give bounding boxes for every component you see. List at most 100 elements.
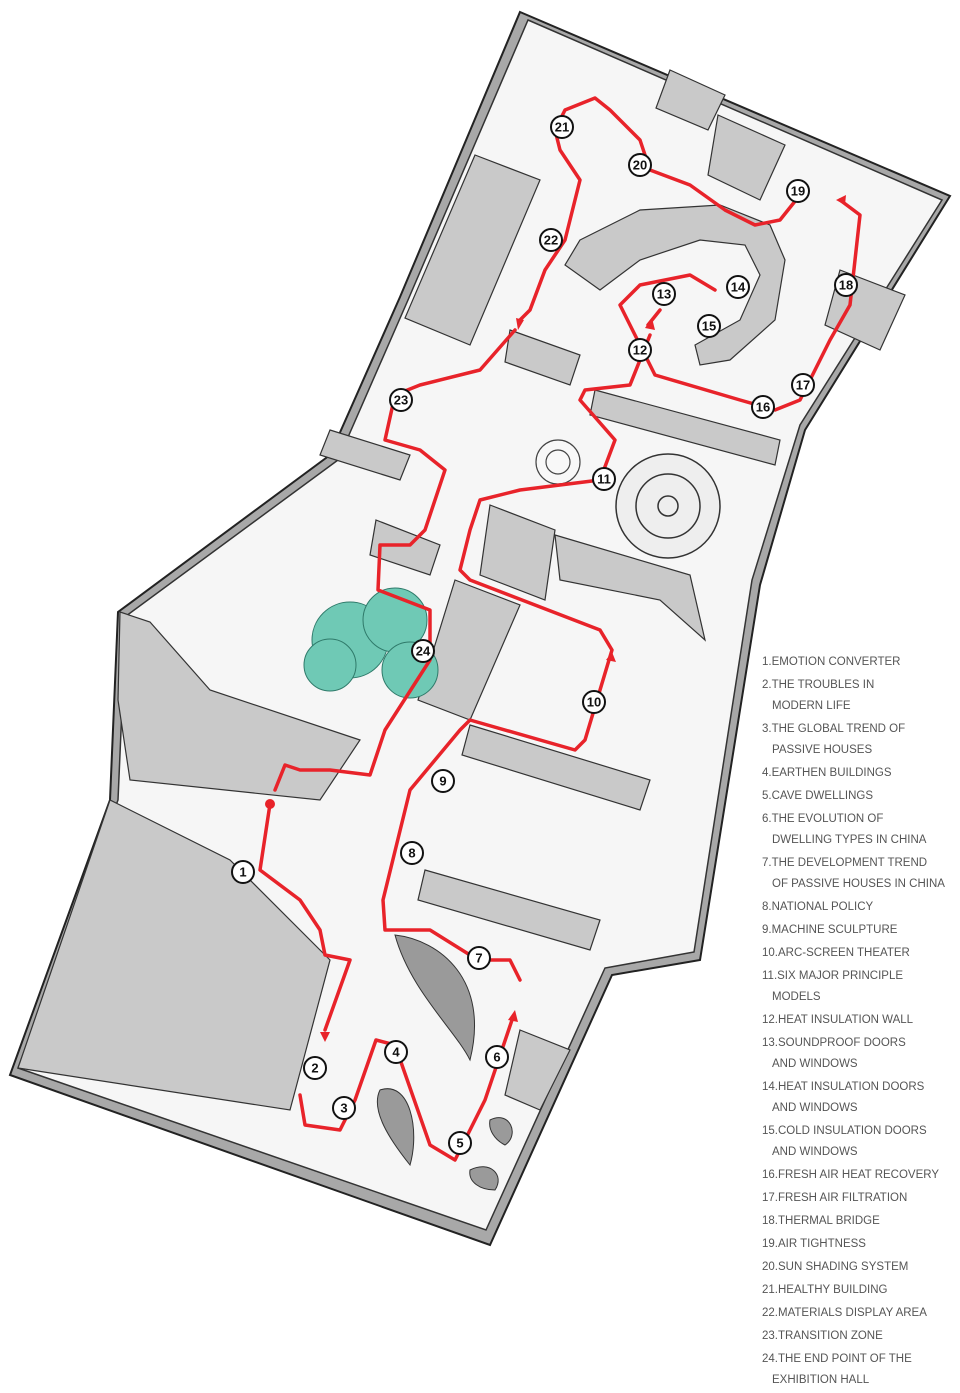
marker-circle (582, 690, 606, 714)
route-marker-23: 23 (389, 388, 413, 412)
route-marker-11: 11 (592, 467, 616, 491)
legend-item-continuation: OF PASSIVE HOUSES IN CHINA (772, 878, 945, 890)
marker-label: 10 (587, 695, 601, 710)
route-marker-8: 8 (400, 841, 424, 865)
legend-item: 15.COLD INSULATION DOORS AND WINDOWS (762, 1121, 958, 1163)
legend-item: 22.MATERIALS DISPLAY AREA (762, 1303, 958, 1324)
marker-circle (697, 314, 721, 338)
route-marker-1: 1 (231, 860, 255, 884)
legend-item-title: 18.THERMAL BRIDGE (762, 1215, 880, 1227)
marker-circle (592, 467, 616, 491)
legend-item: 21.HEALTHY BUILDING (762, 1280, 958, 1301)
legend-item-title: 6.THE EVOLUTION OF (762, 813, 884, 825)
marker-circle (550, 115, 574, 139)
legend-item-title: 10.ARC-SCREEN THEATER (762, 947, 910, 959)
marker-label: 19 (791, 184, 805, 199)
marker-label: 5 (456, 1136, 463, 1151)
marker-label: 21 (555, 120, 569, 135)
route-marker-22: 22 (539, 228, 563, 252)
marker-circle (791, 373, 815, 397)
marker-circle (485, 1045, 509, 1069)
route-marker-3: 3 (332, 1096, 356, 1120)
marker-label: 6 (493, 1050, 500, 1065)
legend-item-title: 1.EMOTION CONVERTER (762, 656, 901, 668)
legend-item-continuation: MODERN LIFE (772, 700, 851, 712)
marker-label: 17 (796, 378, 810, 393)
marker-circle (652, 282, 676, 306)
marker-circle (834, 273, 858, 297)
marker-circle (751, 395, 775, 419)
legend-item-title: 17.FRESH AIR FILTRATION (762, 1192, 908, 1204)
marker-circle (786, 179, 810, 203)
marker-label: 2 (311, 1061, 318, 1076)
legend-item-title: 20.SUN SHADING SYSTEM (762, 1261, 909, 1273)
legend-item-title: 5.CAVE DWELLINGS (762, 790, 873, 802)
legend-item-continuation: AND WINDOWS (772, 1146, 858, 1158)
marker-circle (431, 769, 455, 793)
route-marker-17: 17 (791, 373, 815, 397)
legend-item-title: 23.TRANSITION ZONE (762, 1330, 883, 1342)
route-marker-12: 12 (628, 338, 652, 362)
legend-item: 12.HEAT INSULATION WALL (762, 1010, 958, 1031)
route-marker-5: 5 (448, 1131, 472, 1155)
route-marker-15: 15 (697, 314, 721, 338)
legend-item: 8.NATIONAL POLICY (762, 897, 958, 918)
legend-item-continuation: DWELLING TYPES IN CHINA (772, 834, 927, 846)
legend-item-continuation: PASSIVE HOUSES (772, 744, 873, 756)
legend-item-title: 7.THE DEVELOPMENT TREND (762, 857, 928, 869)
marker-label: 9 (439, 774, 446, 789)
legend-item: 19.AIR TIGHTNESS (762, 1234, 958, 1255)
legend-item-title: 12.HEAT INSULATION WALL (762, 1014, 914, 1026)
marker-label: 12 (633, 343, 647, 358)
legend-item: 6.THE EVOLUTION OF DWELLING TYPES IN CHIN… (762, 809, 958, 851)
route-marker-7: 7 (467, 946, 491, 970)
legend-item-title: 8.NATIONAL POLICY (762, 901, 874, 913)
legend-item: 9.MACHINE SCULPTURE (762, 920, 958, 941)
marker-label: 23 (394, 393, 408, 408)
legend-item: 20.SUN SHADING SYSTEM (762, 1257, 958, 1278)
route-marker-14: 14 (726, 275, 750, 299)
route-marker-2: 2 (303, 1056, 327, 1080)
legend-item: 18.THERMAL BRIDGE (762, 1211, 958, 1232)
marker-circle (332, 1096, 356, 1120)
round-table (535, 439, 581, 485)
route-marker-10: 10 (582, 690, 606, 714)
pond-shapes (376, 934, 513, 1191)
marker-label: 13 (657, 287, 671, 302)
marker-circle (303, 1056, 327, 1080)
marker-label: 4 (392, 1045, 400, 1060)
route-marker-16: 16 (751, 395, 775, 419)
marker-label: 11 (597, 472, 611, 487)
marker-label: 22 (544, 233, 558, 248)
marker-circle (539, 228, 563, 252)
legend-item-title: 16.FRESH AIR HEAT RECOVERY (762, 1169, 940, 1181)
legend-item: 4.EARTHEN BUILDINGS (762, 763, 958, 784)
legend-item-continuation: AND WINDOWS (772, 1102, 858, 1114)
route-marker-6: 6 (485, 1045, 509, 1069)
legend-item-title: 9.MACHINE SCULPTURE (762, 924, 898, 936)
marker-label: 16 (756, 400, 770, 415)
route-marker-18: 18 (834, 273, 858, 297)
legend-item-title: 21.HEALTHY BUILDING (762, 1284, 888, 1296)
marker-circle (411, 639, 435, 663)
legend-item: 23.TRANSITION ZONE (762, 1326, 958, 1347)
legend-item-title: 2.THE TROUBLES IN (762, 679, 875, 691)
legend-item-title: 15.COLD INSULATION DOORS (762, 1125, 927, 1137)
legend-item-title: 19.AIR TIGHTNESS (762, 1238, 866, 1250)
marker-label: 8 (408, 846, 415, 861)
legend-item: 17.FRESH AIR FILTRATION (762, 1188, 958, 1209)
marker-circle (628, 153, 652, 177)
marker-circle (726, 275, 750, 299)
legend-item-title: 22.MATERIALS DISPLAY AREA (762, 1307, 927, 1319)
route-marker-4: 4 (384, 1040, 408, 1064)
marker-label: 18 (839, 278, 853, 293)
legend-item-continuation: MODELS (772, 991, 821, 1003)
legend-item-title: 4.EARTHEN BUILDINGS (762, 767, 892, 779)
